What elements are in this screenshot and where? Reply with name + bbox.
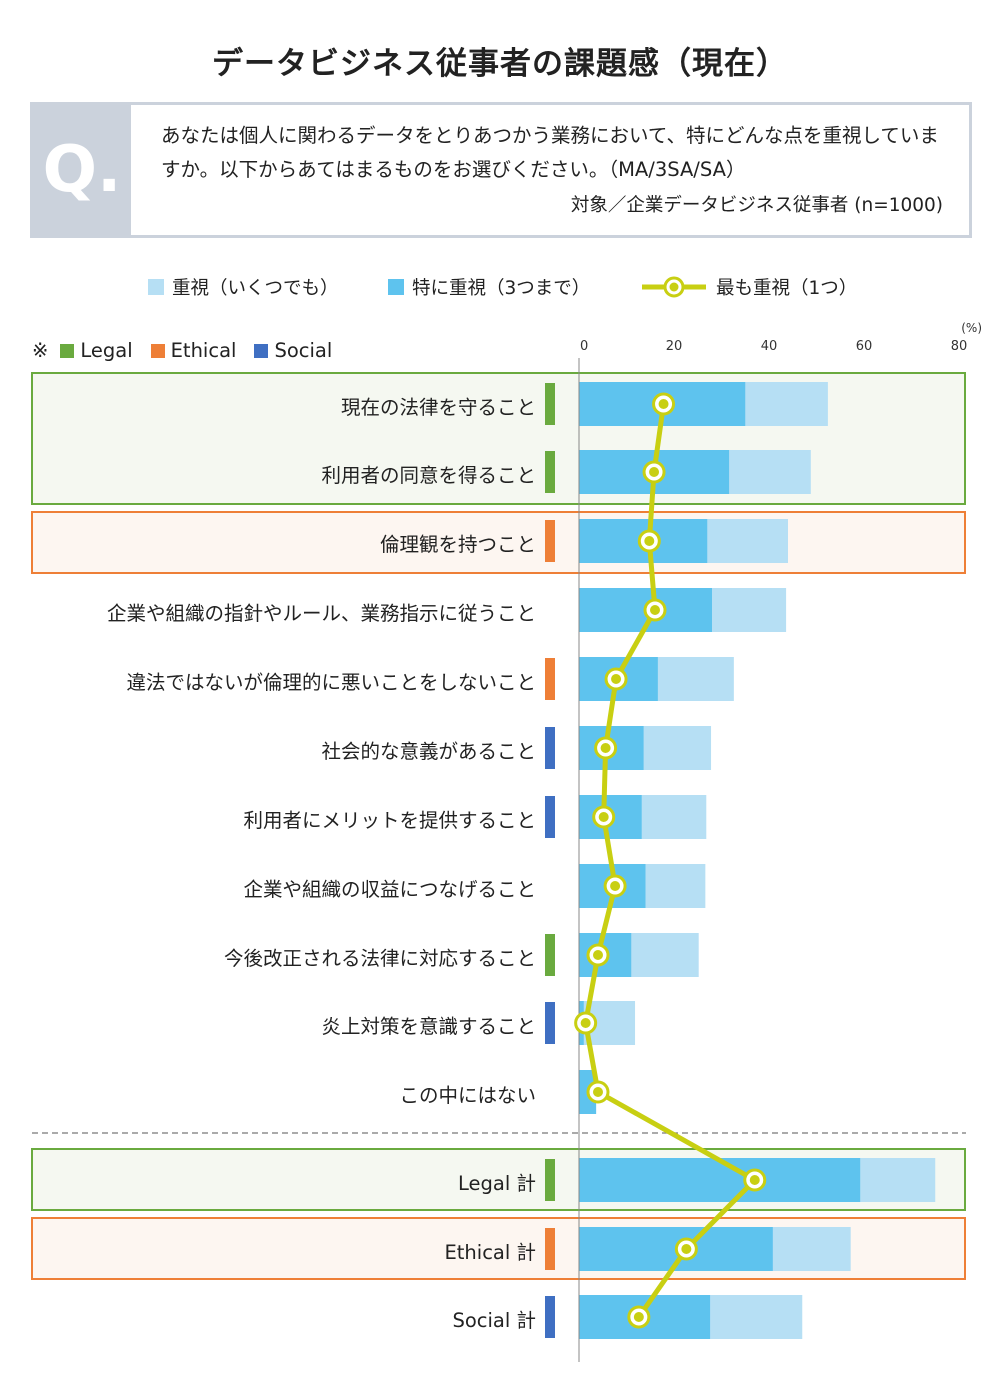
- line-point-center: [658, 399, 669, 409]
- row-label: Social 計: [452, 1309, 536, 1332]
- line-point-center: [610, 881, 621, 891]
- series-legend: 重視（いくつでも） 特に重視（3つまで） 最も重視（1つ）: [0, 274, 1000, 300]
- category-mark-ethical: [545, 1228, 555, 1270]
- question-mark-icon: Q.: [33, 105, 131, 235]
- x-tick-label: 80: [951, 339, 968, 354]
- legend-item-dark: 特に重視（3つまで）: [388, 274, 590, 300]
- category-mark-social: [545, 796, 555, 838]
- x-tick-label: 40: [761, 339, 778, 354]
- line-point-center: [580, 1018, 591, 1028]
- bar-dark: [579, 1158, 861, 1202]
- x-tick-label: 0: [580, 339, 588, 354]
- line-point-center: [593, 950, 603, 960]
- legend-swatch-light: [148, 279, 164, 295]
- row-label: 炎上対策を意識すること: [321, 1015, 536, 1038]
- line-point-center: [649, 467, 660, 477]
- legend-item-light: 重視（いくつでも）: [148, 274, 339, 300]
- line-point-center: [600, 743, 611, 753]
- social-swatch: [254, 343, 269, 358]
- row-label: 利用者の同意を得ること: [321, 464, 536, 487]
- line-point-center: [633, 1312, 644, 1322]
- question-text: あなたは個人に関わるデータをとりあつかう業務において、特にどんな点を重視していま…: [161, 124, 939, 181]
- legend-label-line: 最も重視（1つ）: [716, 278, 858, 299]
- row-label: 違法ではないが倫理的に悪いことをしないこと: [126, 671, 536, 694]
- line-point-center: [749, 1175, 760, 1185]
- category-mark-legal: [545, 451, 555, 493]
- line-point-center: [593, 1087, 603, 1097]
- category-mark-legal: [545, 934, 555, 976]
- legend-label-dark: 特に重視（3つまで）: [412, 278, 591, 299]
- category-legend-social: Social: [274, 339, 333, 362]
- row-label: Ethical 計: [444, 1241, 536, 1264]
- category-mark-social: [545, 1296, 555, 1338]
- category-mark-legal: [545, 383, 555, 425]
- x-tick-label: 20: [666, 339, 683, 354]
- x-unit-label: (%): [961, 321, 982, 335]
- line-point-center: [644, 536, 655, 546]
- row-label: 企業や組織の指針やルール、業務指示に従うこと: [106, 602, 536, 625]
- category-mark-ethical: [545, 520, 555, 562]
- legend-line-marker-icon: [642, 276, 706, 298]
- category-mark-social: [545, 1002, 555, 1044]
- category-legend-legal: Legal: [80, 339, 133, 362]
- question-target: 対象／企業データビジネス従事者 (n=1000): [570, 195, 943, 216]
- line-point-center: [681, 1244, 692, 1254]
- row-label: 利用者にメリットを提供すること: [243, 809, 536, 832]
- series-line-most-important: [583, 403, 758, 1319]
- row-label: 倫理観を持つこと: [379, 533, 536, 556]
- category-legend-prefix: ※: [32, 339, 49, 362]
- category-legend-ethical: Ethical: [170, 339, 237, 362]
- x-tick-label: 60: [856, 339, 873, 354]
- line-point-center: [650, 605, 660, 615]
- legend-label-light: 重視（いくつでも）: [172, 278, 339, 299]
- category-mark-legal: [545, 1159, 555, 1201]
- row-label: 企業や組織の収益につなげること: [243, 878, 536, 901]
- legend-item-line: 最も重視（1つ）: [640, 274, 857, 300]
- line-point-center: [598, 812, 609, 822]
- category-mark-ethical: [545, 658, 555, 700]
- question-box: Q. あなたは個人に関わるデータをとりあつかう業務において、特にどんな点を重視し…: [30, 102, 972, 238]
- row-label: この中にはない: [399, 1084, 536, 1107]
- legend-swatch-dark: [388, 279, 404, 295]
- category-mark-social: [545, 727, 555, 769]
- row-label: 社会的な意義があること: [321, 740, 536, 763]
- line-point-center: [611, 674, 622, 684]
- row-label: 現在の法律を守ること: [340, 396, 536, 419]
- row-label: Legal 計: [458, 1172, 536, 1195]
- ethical-swatch: [150, 343, 165, 358]
- legal-swatch: [60, 343, 75, 358]
- category-legend: ※ Legal Ethical Social: [32, 339, 350, 362]
- row-label: 今後改正される法律に対応すること: [223, 947, 536, 970]
- chart-title: データビジネス従事者の課題感（現在）: [212, 46, 788, 82]
- ethical-group-box: [31, 511, 966, 574]
